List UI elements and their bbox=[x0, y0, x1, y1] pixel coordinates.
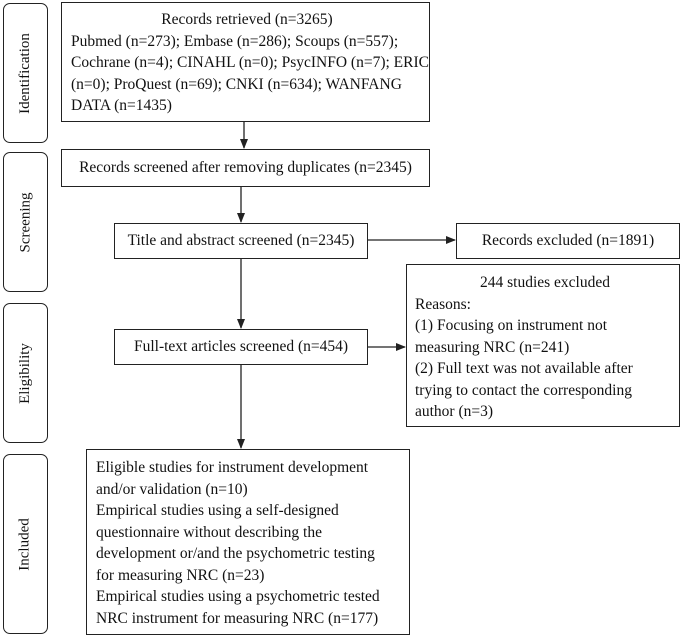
included-studies-line: NRC instrument for measuring NRC (n=177) bbox=[96, 609, 379, 627]
studies-excluded-line: trying to contact the corresponding bbox=[415, 381, 632, 399]
included-studies-line: development or/and the psychometric test… bbox=[96, 545, 375, 562]
included-studies-box: Eligible studies for instrument developm… bbox=[86, 449, 410, 635]
records-retrieved-title: Records retrieved (n=3265) bbox=[161, 11, 333, 28]
included-studies-line: questionnaire without describing the bbox=[96, 523, 322, 541]
studies-excluded-line: author (n=3) bbox=[415, 403, 494, 420]
studies-excluded-box: 244 studies excluded Reasons: (1) Focusi… bbox=[406, 264, 680, 427]
full-text-label: Full-text articles screened (n=454) bbox=[133, 338, 349, 355]
records-retrieved-line: Pubmed (n=273); Embase (n=286); Scoups (… bbox=[71, 32, 399, 50]
title-abstract-box: Title and abstract screened (n=2345) bbox=[114, 223, 368, 259]
records-screened-box: Records screened after removing duplicat… bbox=[61, 149, 430, 187]
included-studies-line: Eligible studies for instrument developm… bbox=[96, 459, 369, 476]
records-excluded-label: Records excluded (n=1891) bbox=[481, 232, 655, 249]
records-retrieved-line: (n=0); ProQuest (n=69); CNKI (n=634); WA… bbox=[71, 75, 402, 93]
studies-excluded-line: Reasons: bbox=[415, 295, 471, 313]
records-excluded-box: Records excluded (n=1891) bbox=[456, 223, 680, 259]
stage-identification: Identification bbox=[3, 3, 48, 143]
studies-excluded-title: 244 studies excluded bbox=[479, 274, 610, 291]
studies-excluded-line: (1) Focusing on instrument not bbox=[415, 317, 608, 334]
records-retrieved-line: DATA (n=1435) bbox=[71, 97, 172, 114]
included-studies-line: for measuring NRC (n=23) bbox=[96, 566, 265, 584]
stage-eligibility: Eligibility bbox=[3, 303, 48, 443]
included-studies-line: Empirical studies using a self-designed bbox=[96, 502, 339, 519]
studies-excluded-line: (2) Full text was not available after bbox=[415, 360, 633, 377]
studies-excluded-line: measuring NRC (n=241) bbox=[415, 338, 570, 356]
records-retrieved-line: Cochrane (n=4); CINAHL (n=0); PsycINFO (… bbox=[71, 54, 429, 71]
stage-included: Included bbox=[3, 454, 48, 634]
included-studies-line: and/or validation (n=10) bbox=[96, 480, 248, 498]
included-studies-line: Empirical studies using a psychometric t… bbox=[96, 588, 380, 605]
full-text-box: Full-text articles screened (n=454) bbox=[114, 329, 368, 365]
stage-screening: Screening bbox=[3, 152, 48, 292]
records-retrieved-box: Records retrieved (n=3265) Pubmed (n=273… bbox=[61, 2, 430, 122]
records-screened-label: Records screened after removing duplicat… bbox=[79, 159, 412, 176]
title-abstract-label: Title and abstract screened (n=2345) bbox=[127, 232, 355, 249]
